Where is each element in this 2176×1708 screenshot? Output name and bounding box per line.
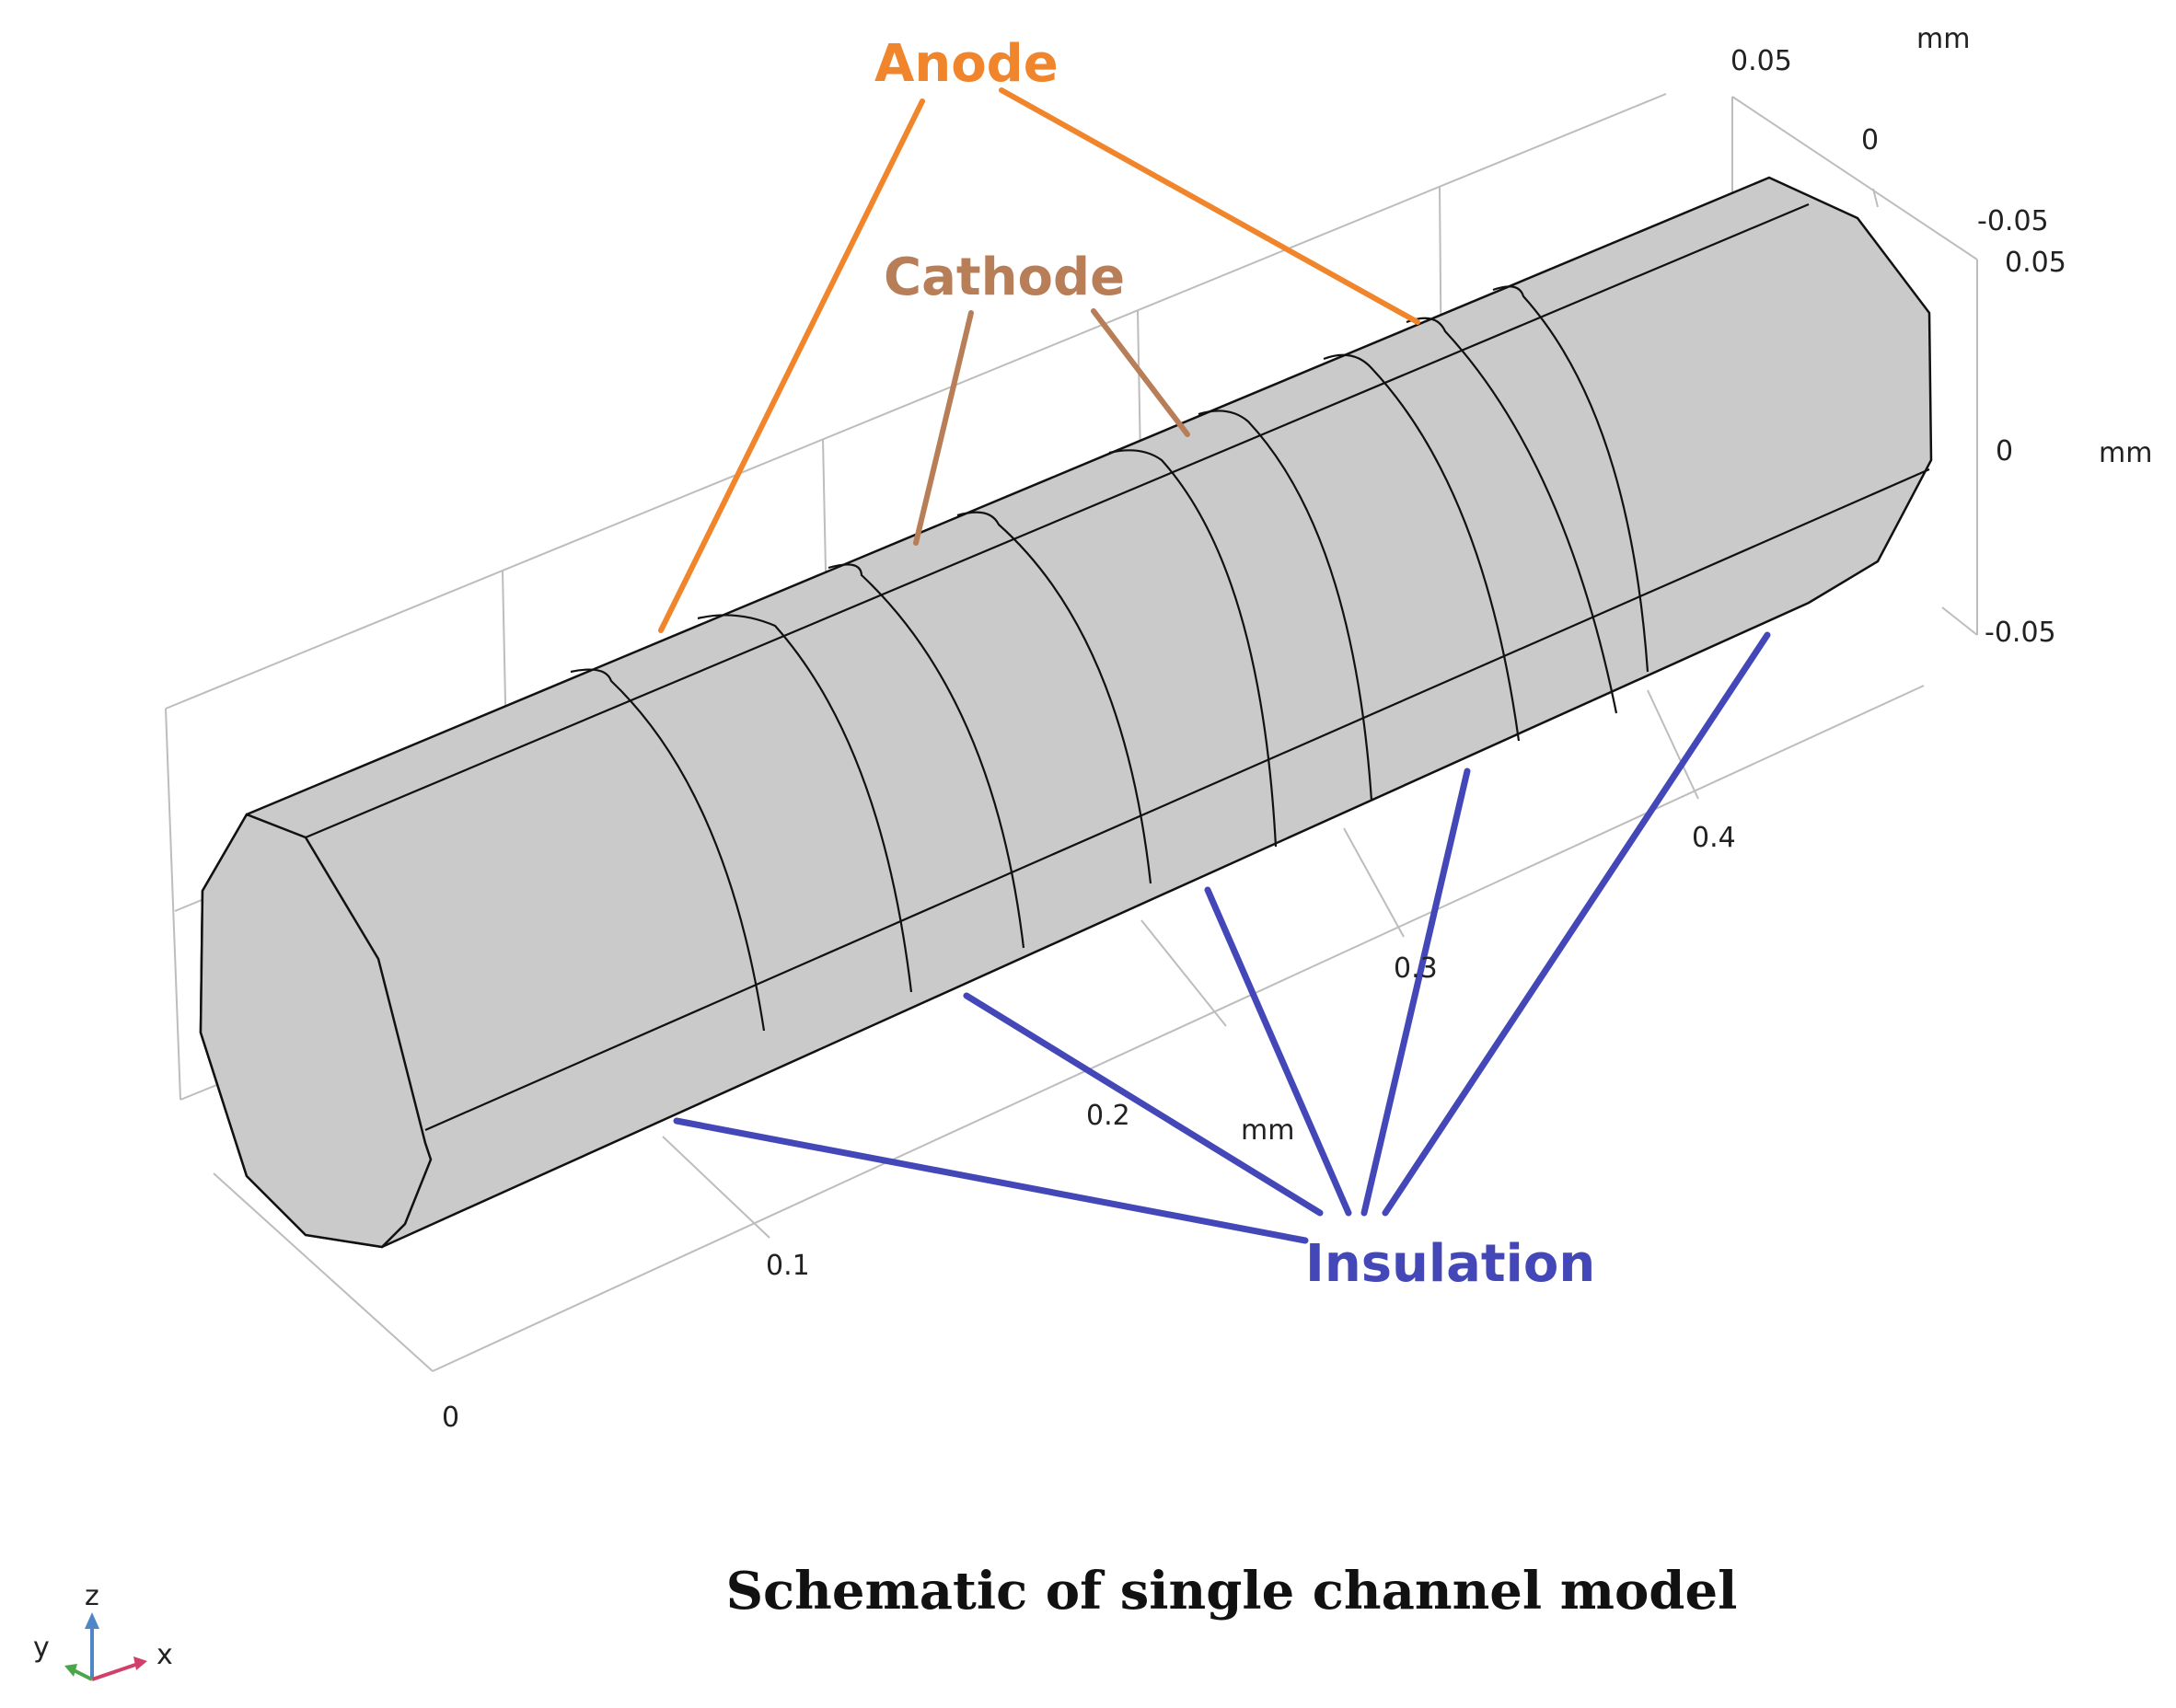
z-axis-unit: mm xyxy=(2099,437,2152,469)
triad-x-arrowhead xyxy=(133,1656,147,1670)
x-axis-unit: mm xyxy=(1241,1114,1294,1147)
triad-x-label: x xyxy=(156,1639,173,1671)
cylinder-edges xyxy=(305,202,1930,1132)
z-tick-label: 0 xyxy=(1996,435,2013,467)
floor-gridline-2 xyxy=(1140,919,1227,1027)
end-wall-gridline xyxy=(1872,188,1879,208)
segment-ring-3 xyxy=(828,563,1025,949)
insulation-label: Insulation xyxy=(1305,1234,1595,1294)
floor-front-edge xyxy=(432,685,1925,1372)
cylinder-body xyxy=(199,176,1933,1249)
x-tick-label: 0.4 xyxy=(1692,822,1736,854)
floor-gridline-3 xyxy=(1343,827,1405,938)
end-wall-top-edge xyxy=(1731,96,1978,260)
triad-y-arrow xyxy=(73,1668,93,1681)
x-tick-label: 0 xyxy=(442,1402,459,1434)
anode-leaders xyxy=(658,87,1420,633)
z-tick-label: -0.05 xyxy=(1985,617,2056,649)
x-tick-label: 0.2 xyxy=(1086,1100,1130,1132)
insulation-leader-5 xyxy=(1382,631,1771,1217)
back-wall-top-edge xyxy=(165,93,1667,710)
segment-ring-4 xyxy=(956,511,1152,884)
axis-triad: z x y xyxy=(33,1580,173,1681)
y-axis-ticks: 0.05 0 -0.05 mm xyxy=(1730,23,2049,237)
back-wall-left-edge xyxy=(165,708,181,1101)
insulation-leaders xyxy=(673,631,1771,1244)
cathode-leader-right xyxy=(1091,308,1190,437)
insulation-leader-4 xyxy=(1360,767,1471,1217)
segment-ring-9 xyxy=(1492,285,1649,673)
x-tick-label: 0.3 xyxy=(1394,952,1438,985)
y-axis-unit: mm xyxy=(1916,23,1970,55)
cathode-label: Cathode xyxy=(884,248,1125,307)
x-tick-label: 0.1 xyxy=(766,1250,810,1282)
cathode-leaders xyxy=(913,308,1190,546)
y-tick-label: -0.05 xyxy=(1977,205,2049,237)
top-seam-line xyxy=(305,202,1810,839)
segment-ring-1 xyxy=(570,668,766,1032)
z-tick-label: 0.05 xyxy=(2005,247,2066,279)
floor-gridline-4 xyxy=(1647,689,1699,800)
x-axis-ticks: 0 0.1 0.2 0.3 0.4 mm xyxy=(442,822,1736,1434)
triad-z-arrowhead xyxy=(85,1612,99,1629)
floor-gridline-1 xyxy=(662,1136,770,1239)
cylinder-end-cap xyxy=(199,813,433,1249)
end-wall-bottom-edge xyxy=(1941,606,1978,636)
middle-seam-line xyxy=(424,467,1930,1132)
z-axis-ticks: 0.05 0 -0.05 mm xyxy=(1985,247,2152,649)
triad-x-arrow xyxy=(91,1662,139,1681)
triad-y-label: y xyxy=(33,1632,50,1664)
insulation-leader-3 xyxy=(1204,886,1352,1217)
triad-y-arrowhead xyxy=(64,1664,77,1677)
floor-left-edge xyxy=(213,1172,434,1372)
segment-ring-7 xyxy=(1323,353,1521,742)
y-tick-label: 0.05 xyxy=(1730,45,1792,77)
insulation-leader-2 xyxy=(963,992,1324,1217)
triad-z-label: z xyxy=(85,1580,99,1612)
y-tick-label: 0 xyxy=(1861,124,1879,156)
segment-ring-8 xyxy=(1406,317,1618,714)
channel-cylinder xyxy=(199,176,1933,1249)
anode-leader-right xyxy=(999,87,1420,325)
anode-leader-left xyxy=(658,98,925,633)
segment-ring-6 xyxy=(1198,410,1373,802)
figure-caption: Schematic of single channel model xyxy=(726,1561,1738,1621)
segment-ring-5 xyxy=(1108,449,1278,848)
segment-ring-2 xyxy=(697,614,913,993)
cathode-leader-left xyxy=(913,310,974,546)
insulation-leader-1 xyxy=(673,1117,1309,1244)
anode-label: Anode xyxy=(874,34,1059,94)
